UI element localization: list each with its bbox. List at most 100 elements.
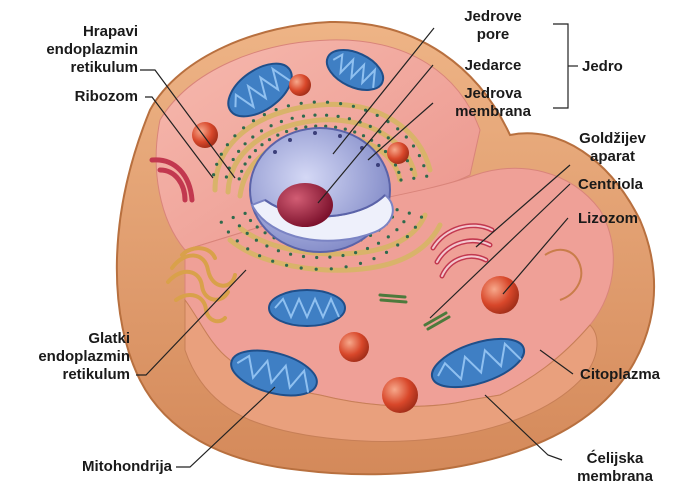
- ribosome-dot: [396, 243, 399, 246]
- label-nuclear-pores-line1: Jedrove: [438, 8, 548, 26]
- label-nuclear-pores: Jedrove pore: [438, 8, 548, 44]
- ribosome-dot: [377, 144, 380, 147]
- nucleolus: [277, 183, 333, 227]
- ribosome-dot: [244, 162, 247, 165]
- ribosome-dot: [258, 254, 261, 257]
- ribosome-dot: [246, 247, 249, 250]
- label-rough-er-line2: endoplazmin: [30, 41, 138, 59]
- ribosome-dot: [326, 101, 329, 104]
- ribosome-dot: [341, 254, 344, 257]
- ribosome-dot: [237, 150, 240, 153]
- ribosome-dot: [226, 143, 229, 146]
- ribosome-dot: [254, 149, 257, 152]
- label-smooth-er-line1: Glatki: [20, 330, 130, 348]
- ribosome-dot: [220, 221, 223, 224]
- ribosome-dot: [402, 220, 405, 223]
- ribosome-dot: [244, 212, 247, 215]
- ribosome-dot: [372, 257, 375, 260]
- ribosome-dot: [410, 168, 413, 171]
- nucleus: [250, 128, 393, 252]
- ribosome-dot: [244, 142, 247, 145]
- ribosome-dot: [300, 266, 303, 269]
- label-cell-membrane-line2: membrana: [560, 468, 670, 486]
- ribosome-dot: [302, 255, 305, 258]
- label-smooth-er-line2: endoplazmin: [20, 348, 130, 366]
- ribosome-dot: [252, 119, 255, 122]
- ribosome-dot: [271, 260, 274, 263]
- ribosome-dot: [215, 163, 218, 166]
- label-golgi-line1: Goldžijev: [565, 130, 660, 148]
- ribosome-dot: [406, 235, 409, 238]
- ribosome-dot: [313, 101, 316, 104]
- ribosome-dot: [384, 150, 387, 153]
- ribosome-dot: [251, 135, 254, 138]
- ribosome-dot: [385, 251, 388, 254]
- ribosome-dot: [414, 226, 417, 229]
- ribosome-dot: [256, 225, 259, 228]
- ribosome-dot: [265, 244, 268, 247]
- ribosome-dot: [313, 114, 316, 117]
- ribosome-dot: [227, 230, 230, 233]
- ribosome-dot: [362, 134, 365, 137]
- label-nucleolus: Jedarce: [438, 57, 548, 75]
- ribosome-dot: [268, 138, 271, 141]
- ribosome-dot: [425, 175, 428, 178]
- ribosome-dot: [291, 117, 294, 120]
- ribosome-dot: [420, 216, 423, 219]
- label-ribosome: Ribozom: [30, 88, 138, 106]
- label-nuclear-membrane-line1: Jedrova: [438, 85, 548, 103]
- ribosome-dot: [369, 125, 372, 128]
- ribosome-dot: [387, 235, 390, 238]
- ribosome-dot: [300, 102, 303, 105]
- ribosome-dot: [289, 253, 292, 256]
- ribosome-dot: [238, 224, 241, 227]
- ribosome-dot: [366, 247, 369, 250]
- ribosome-dot: [348, 117, 351, 120]
- ribosome-dot: [248, 155, 251, 158]
- label-nuclear-pores-line2: pore: [438, 26, 548, 44]
- ribosome-dot: [275, 108, 278, 111]
- ribosome-dot: [412, 177, 415, 180]
- label-centriole: Centriola: [578, 176, 643, 194]
- ribosome-dot: [353, 130, 356, 133]
- ribosome-dot: [315, 256, 318, 259]
- ribosome-dot: [396, 127, 399, 130]
- ribosome-dot: [359, 262, 362, 265]
- ribosome-dot: [264, 231, 267, 234]
- ribosome-dot: [276, 134, 279, 137]
- ribosome-dot: [337, 115, 340, 118]
- ribosome-dot: [408, 212, 411, 215]
- ribosome-dot: [238, 177, 241, 180]
- ribosome-dot: [277, 249, 280, 252]
- label-nucleus: Jedro: [582, 58, 623, 76]
- ribosome-dot: [345, 265, 348, 268]
- label-nuclear-membrane-line2: membrana: [438, 103, 548, 121]
- ribosome-dot: [412, 144, 415, 147]
- ribosome-dot: [396, 208, 399, 211]
- ribosome-dot: [285, 130, 288, 133]
- label-cell-membrane: Ćelijska membrana: [560, 450, 670, 486]
- ribosome-dot: [285, 264, 288, 267]
- ribosome-dot: [352, 105, 355, 108]
- ribosome-dot: [344, 128, 347, 131]
- ribosome-dot: [405, 135, 408, 138]
- label-mitochondrion: Mitohondrija: [40, 458, 172, 476]
- label-lysosome: Lizozom: [578, 210, 638, 228]
- ribosome-dot: [330, 267, 333, 270]
- ribosome-dot: [399, 178, 402, 181]
- ribosome-dot: [220, 153, 223, 156]
- label-cell-membrane-line1: Ćelijska: [560, 450, 670, 468]
- ribosome-dot: [232, 158, 235, 161]
- label-golgi: Goldžijev aparat: [565, 130, 660, 166]
- label-rough-er: Hrapavi endoplazmin retikulum: [30, 23, 138, 77]
- ribosome-dot: [260, 143, 263, 146]
- ribosome-dot: [328, 256, 331, 259]
- ribosome-dot: [280, 120, 283, 123]
- label-smooth-er-line3: retikulum: [20, 366, 130, 384]
- ribosome-dot: [260, 129, 263, 132]
- ribosome-dot: [287, 104, 290, 107]
- label-rough-er-line3: retikulum: [30, 59, 138, 77]
- ribosome-dot: [249, 219, 252, 222]
- ribosome-dot: [377, 242, 380, 245]
- ribosome-dot: [302, 115, 305, 118]
